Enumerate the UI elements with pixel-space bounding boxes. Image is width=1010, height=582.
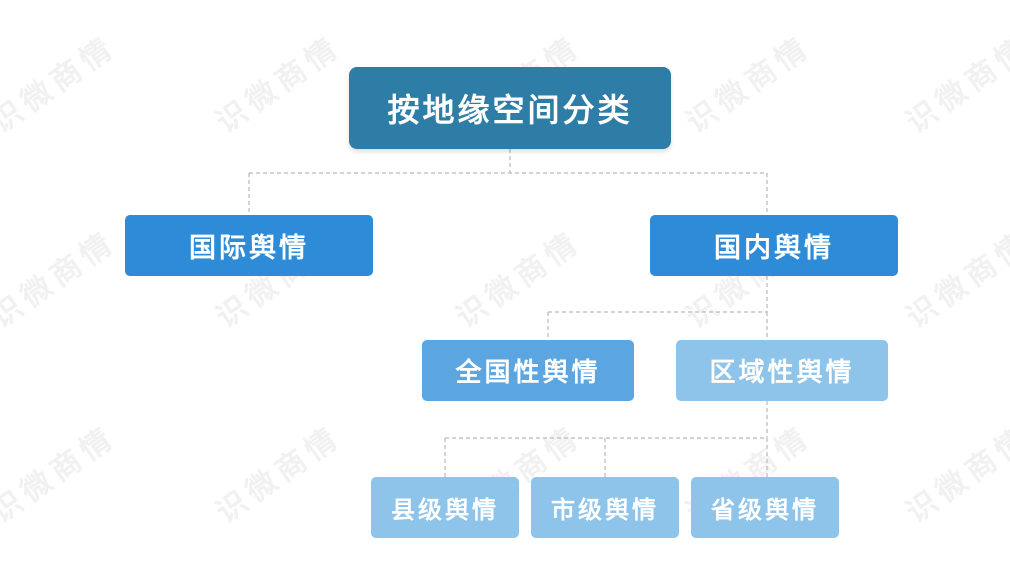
province-label: 省级舆情 bbox=[711, 496, 819, 524]
domestic-node: 国内舆情 bbox=[650, 215, 898, 276]
domestic-label: 国内舆情 bbox=[714, 233, 834, 264]
county-label: 县级舆情 bbox=[391, 496, 499, 524]
root-node: 按地缘空间分类 bbox=[349, 67, 671, 149]
city-node: 市级舆情 bbox=[531, 477, 679, 538]
root-label: 按地缘空间分类 bbox=[387, 91, 633, 129]
city-label: 市级舆情 bbox=[551, 496, 659, 524]
national-label: 全国性舆情 bbox=[455, 358, 601, 388]
international-node: 国际舆情 bbox=[125, 215, 373, 276]
regional-label: 区域性舆情 bbox=[709, 358, 855, 388]
international-label: 国际舆情 bbox=[189, 233, 309, 264]
national-node: 全国性舆情 bbox=[422, 340, 634, 401]
province-node: 省级舆情 bbox=[691, 477, 839, 538]
regional-node: 区域性舆情 bbox=[676, 340, 888, 401]
county-node: 县级舆情 bbox=[371, 477, 519, 538]
